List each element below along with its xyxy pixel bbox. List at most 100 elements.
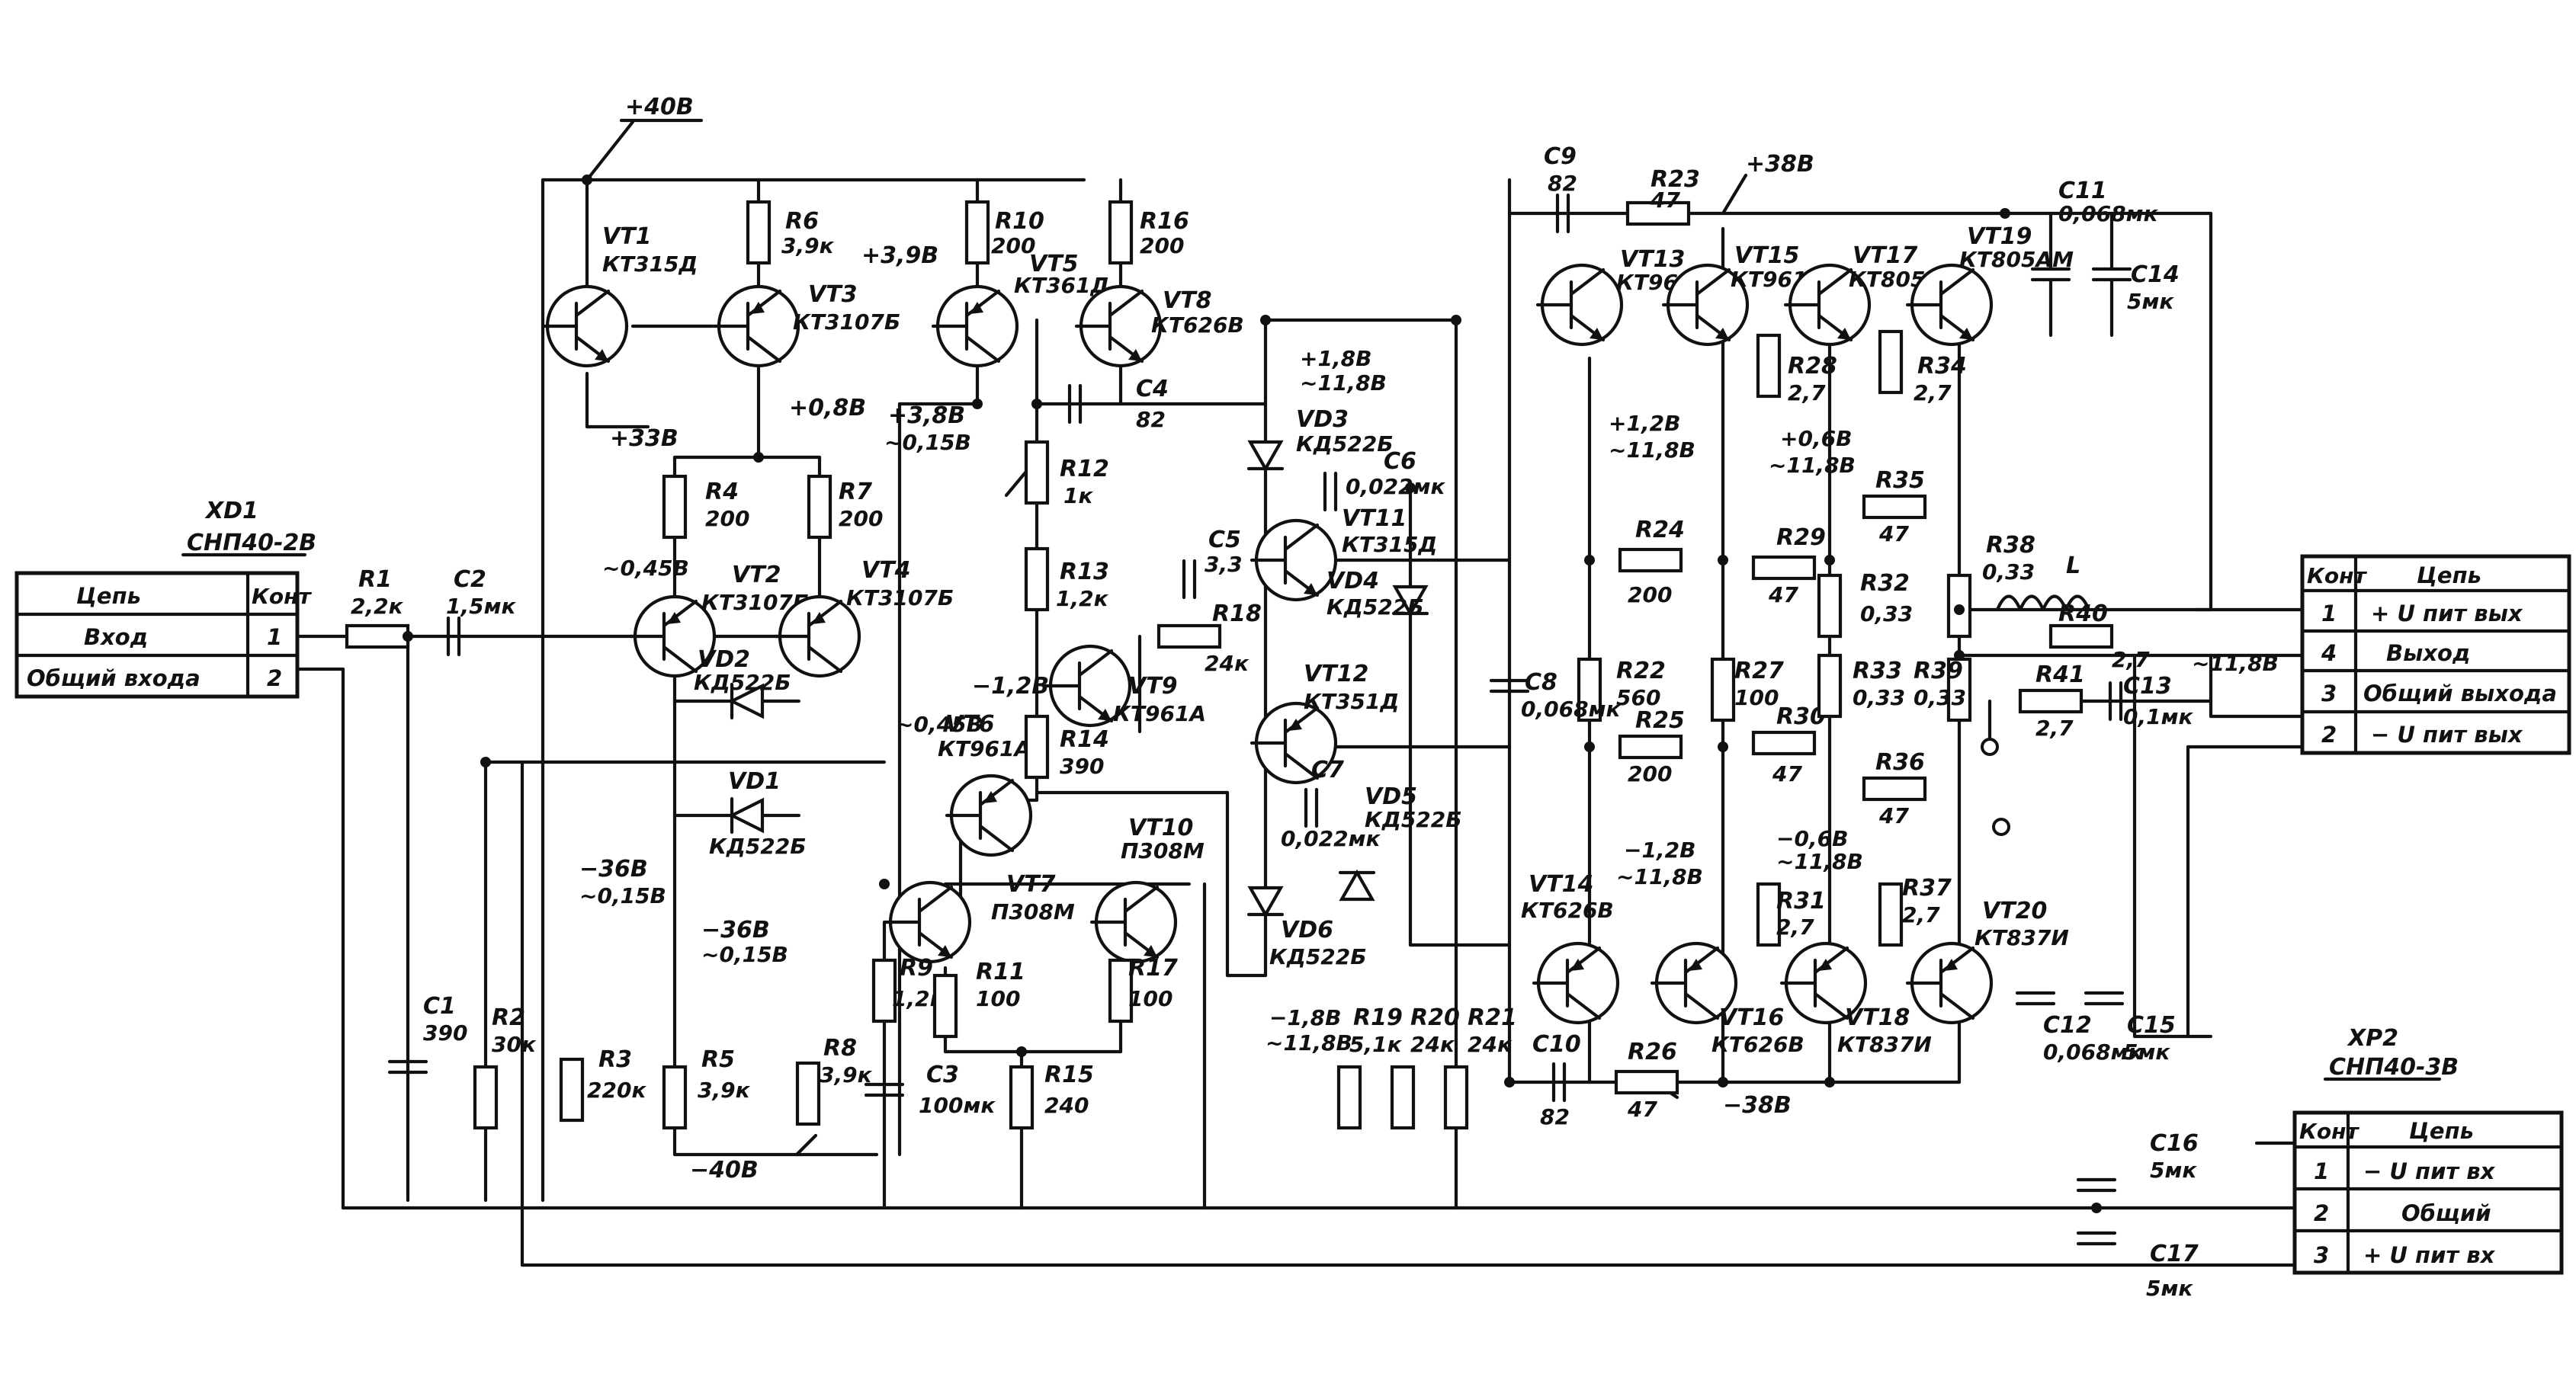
xd1-row-pin: 1 — [267, 624, 282, 650]
resistor-r32: R32 0,33 — [1819, 570, 1913, 636]
c15-ref: C15 — [2127, 1012, 2176, 1039]
c17-ref: C17 — [2150, 1241, 2199, 1267]
c16-ref: C16 — [2150, 1130, 2199, 1157]
vt10-type: П308М — [1121, 838, 1205, 863]
r27-value: 100 — [1734, 685, 1779, 710]
c6-value: 0,022мк — [1346, 474, 1445, 499]
voltage-label: +38В — [1746, 151, 1814, 178]
out-header-name: Цепь — [2417, 562, 2481, 588]
c7-value: 0,022мк — [1281, 826, 1381, 851]
r15-value: 240 — [1044, 1093, 1089, 1118]
resistor-r11: R11 100 — [935, 959, 1025, 1036]
c4-ref: C4 — [1136, 376, 1169, 402]
diode-vd6: VD6 КД522Б — [1246, 886, 1367, 969]
inductor-l: L — [1995, 553, 2091, 612]
transistor-vt10: VT10 П308М — [1092, 815, 1205, 962]
voltage-label: ~11,8В — [1266, 1030, 1352, 1055]
r40-ref: R40 — [2058, 601, 2108, 627]
r33-value: 0,33 — [1853, 685, 1905, 710]
xd1-row-pin: 2 — [267, 665, 282, 691]
r31-ref: R31 — [1776, 888, 1826, 915]
vd4-type: КД522Б — [1326, 594, 1424, 620]
voltage-label: +40В — [625, 94, 694, 120]
out-row-name: Общий выхода — [2363, 681, 2557, 706]
voltage-label: +33В — [610, 425, 678, 452]
capacitor-c11: C11 0,068мк — [2032, 178, 2158, 338]
c1-value: 390 — [423, 1020, 467, 1046]
vt1-type: КТ315Д — [602, 251, 698, 277]
c5-ref: C5 — [1208, 527, 1241, 553]
resistor-r20: R20 24к — [1392, 1004, 1460, 1128]
transistor-vt2: VT2 КТ3107Б — [630, 562, 809, 676]
c15-value: 5мк — [2123, 1039, 2170, 1065]
r1-ref: R1 — [358, 566, 392, 593]
resistor-r8: R8 3,9к — [797, 1035, 873, 1124]
transistor-vt11: VT11 КТ315Д — [1252, 505, 1437, 600]
r37-value: 2,7 — [1902, 902, 1940, 927]
xd1-row-name: Общий входа — [27, 665, 200, 691]
capacitor-c8: C8 0,068мк — [1491, 669, 1621, 722]
r5-ref: R5 — [701, 1046, 735, 1073]
capacitor-c3: C3 100мк — [866, 1062, 996, 1118]
vd2-ref: VD2 — [698, 646, 750, 673]
vd4-ref: VD4 — [1326, 568, 1379, 594]
l-ref: L — [2066, 553, 2080, 579]
vt9-ref: VT9 — [1128, 673, 1178, 700]
r38-ref: R38 — [1986, 532, 2035, 559]
vt12-ref: VT12 — [1304, 661, 1368, 687]
vt7-ref: VT7 — [1006, 871, 1056, 898]
r3-value: 220к — [587, 1078, 646, 1103]
vd3-type: КД522Б — [1296, 431, 1394, 456]
resistor-r33: R33 0,33 — [1819, 655, 1905, 716]
resistor-r14: R14 390 — [1026, 716, 1109, 779]
c8-ref: C8 — [1525, 669, 1557, 696]
r34-ref: R34 — [1917, 353, 1967, 380]
voltage-label: −40В — [690, 1157, 759, 1184]
c11-value: 0,068мк — [2058, 201, 2158, 226]
r2-ref: R2 — [492, 1004, 525, 1031]
capacitor-c2: C2 1,5мк — [446, 566, 516, 655]
voltage-label: ~11,8В — [1300, 370, 1387, 396]
r8-ref: R8 — [823, 1035, 857, 1062]
r3-ref: R3 — [598, 1046, 632, 1073]
vd2-type: КД522Б — [694, 670, 791, 695]
capacitor-c4: C4 82 — [1070, 376, 1169, 432]
vd1-ref: VD1 — [728, 768, 781, 795]
r6-value: 3,9к — [781, 233, 835, 258]
resistor-r5: R5 3,9к — [664, 1046, 751, 1128]
xd1-row-name: Вход — [84, 624, 148, 650]
vt11-type: КТ315Д — [1342, 532, 1437, 557]
vd3-ref: VD3 — [1296, 406, 1349, 433]
vt16-ref: VT16 — [1719, 1004, 1784, 1031]
out-row-pin: 1 — [2321, 601, 2337, 626]
capacitor-c14: C14 5мк — [2093, 211, 2180, 338]
c16-value: 5мк — [2150, 1158, 2197, 1183]
r6-ref: R6 — [785, 208, 819, 235]
vt5-type: КТ361Д — [1014, 273, 1109, 298]
r1-value: 2,2к — [351, 594, 404, 619]
r20-value: 24к — [1410, 1032, 1455, 1057]
vt6-type: КТ961А — [938, 736, 1031, 761]
c3-ref: C3 — [926, 1062, 959, 1088]
vt14-ref: VT14 — [1529, 871, 1593, 898]
diode-vd1: VD1 КД522Б — [709, 768, 807, 859]
r14-ref: R14 — [1060, 726, 1109, 753]
resistor-r4: R4 200 — [664, 476, 749, 537]
r23-ref: R23 — [1651, 166, 1700, 193]
voltage-label: +0,8В — [789, 395, 866, 421]
transistor-vt7: VT7 П308М — [886, 871, 1075, 962]
r40-value: 2,7 — [2112, 647, 2150, 672]
r33-ref: R33 — [1853, 658, 1902, 684]
vt6-ref: VT6 — [945, 711, 995, 738]
resistor-r35: R35 47 — [1864, 467, 1925, 546]
transistor-vt16: VT16 КТ626В — [1652, 943, 1804, 1057]
r7-value: 200 — [839, 506, 883, 531]
voltage-label: −0,6В — [1776, 826, 1848, 851]
voltage-label: ~11,8В — [1616, 864, 1703, 889]
c10-ref: C10 — [1532, 1031, 1581, 1058]
vt4-ref: VT4 — [861, 557, 911, 584]
r32-value: 0,33 — [1860, 601, 1913, 626]
r17-ref: R17 — [1128, 955, 1178, 982]
connector-output: Конт Цепь 1 + U пит вых 4 Выход 3 Общий … — [2300, 554, 2571, 755]
